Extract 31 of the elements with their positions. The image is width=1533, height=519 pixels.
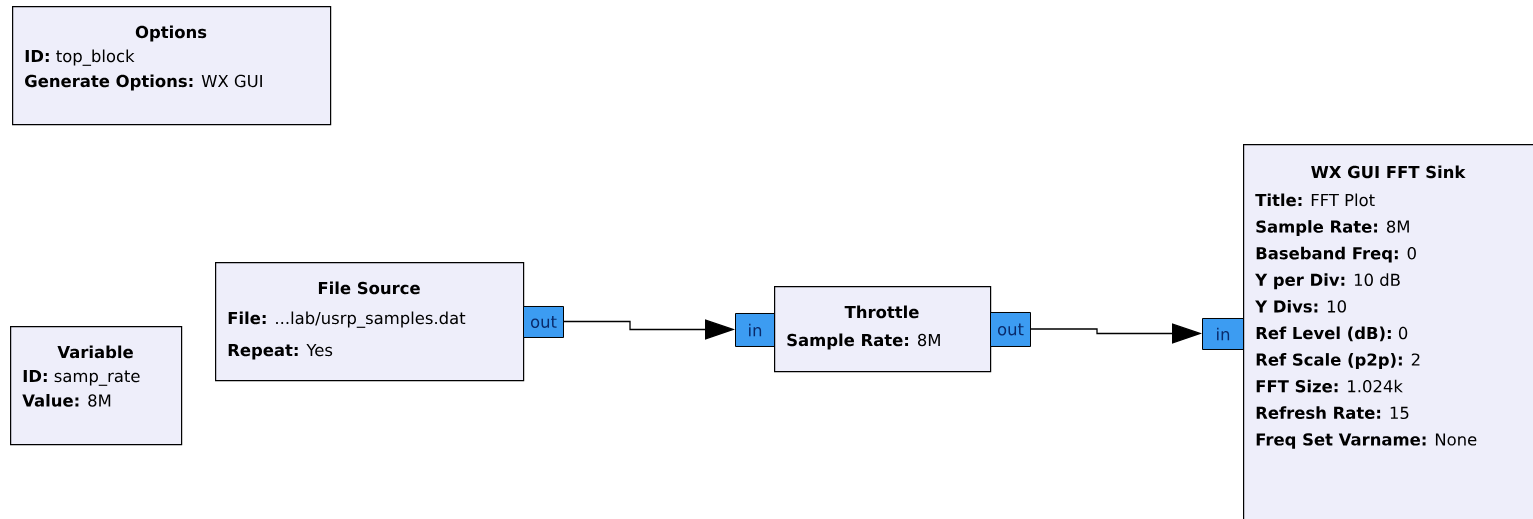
port-box: out [523,306,564,338]
block-box [215,262,525,382]
parameter-text: FFT Size: 1.024k [1256,379,1403,393]
parameter-text: Refresh Rate: 15 [1256,406,1409,419]
port-box: in [1202,318,1244,350]
parameter-text: Baseband Freq: 0 [1256,246,1416,263]
port-box: out [990,312,1031,347]
block-box [774,286,992,373]
block-title: Variable [57,345,133,359]
parameter-text: Generate Options: WX GUI [25,74,262,91]
parameter-text: Repeat: Yes [228,344,333,360]
block-box [12,6,332,126]
parameter-text: Sample Rate: 8M [787,333,940,350]
block-title: Options [135,25,207,42]
parameter-text: Y per Div: 10 dB [1255,273,1400,290]
block-title: File Source [318,281,420,295]
parameter-text: ID: top_block [25,49,135,66]
parameter-text: Title: FFT Plot [1255,193,1375,207]
parameter-text: Y Divs: 10 [1255,299,1346,313]
block-box [10,326,183,446]
port-box: in [735,313,775,347]
block-title: WX GUI FFT Sink [1311,165,1466,179]
parameter-text: File: ...lab/usrp_samples.dat [228,311,466,328]
block-title: Throttle [844,305,919,319]
parameter-text: Ref Level (dB): 0 [1256,326,1408,342]
parameter-text: Sample Rate: 8M [1256,220,1409,236]
parameter-text: Value: 8M [22,394,111,407]
parameter-text: Freq Set Varname: None [1256,433,1477,449]
parameter-text: ID: samp_rate [23,370,140,386]
block-box [1243,144,1533,519]
parameter-text: Ref Scale (p2p): 2 [1256,353,1420,369]
